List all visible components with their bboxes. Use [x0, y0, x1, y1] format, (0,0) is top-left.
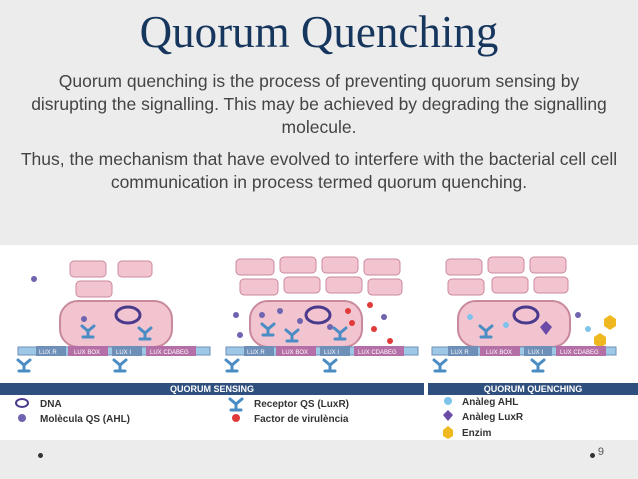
legend-enzyme-label: Enzim	[462, 428, 492, 439]
gene-label: LUX R	[451, 350, 469, 356]
virulence-icon	[232, 414, 240, 422]
definition-paragraph: Quorum quenching is the process of preve…	[31, 71, 607, 137]
panel-1-quorum-sensing	[16, 260, 211, 373]
gene-label: LUX I	[116, 350, 131, 356]
gene-label: LUX CDABEG	[358, 350, 397, 356]
footer-bullet-left	[38, 453, 43, 458]
legend-analog-ahl-label: Anàleg AHL	[462, 397, 518, 408]
enzyme-icon	[604, 315, 616, 330]
quorum-diagram: LUX R LUX BOX LUX I LUX CDABEG LUX R LUX…	[0, 256, 638, 439]
slide-title: Quorum Quenching	[139, 7, 499, 57]
legend-receptor-label: Receptor QS (LuxR)	[254, 399, 349, 410]
cell-small	[69, 260, 107, 278]
gene-label: LUX BOX	[486, 350, 512, 356]
dna-ring	[114, 305, 142, 325]
enzyme-legend-icon	[443, 426, 453, 439]
gene-label: LUX I	[528, 350, 543, 356]
page-number: 9	[597, 446, 604, 458]
legend-analog-luxr-label: Anàleg LuxR	[462, 412, 524, 423]
gene-label: LUX R	[39, 350, 57, 356]
legend-sensing-bar	[0, 383, 424, 395]
quorum-figure: LUX R LUX BOX LUX I LUX CDABEG LUX R LUX…	[0, 245, 638, 440]
legend-ahl-label: Molècula QS (AHL)	[40, 414, 130, 425]
gene-label: LUX I	[324, 350, 339, 356]
legend-quenching-bar	[428, 383, 638, 395]
panel-2-quorum-sensing-dense	[224, 256, 419, 373]
ahl-icon	[18, 414, 26, 422]
legend-sensing-header: QUORUM SENSING	[170, 384, 254, 394]
cell-main	[59, 300, 173, 348]
legend-virulence-label: Factor de virulència	[254, 414, 349, 425]
gene-label: LUX CDABEG	[560, 350, 599, 356]
panel-3-quorum-quenching	[431, 256, 617, 373]
mechanism-paragraph: Thus, the mechanism that have evolved to…	[20, 149, 618, 192]
legend-dna-label: DNA	[40, 399, 62, 410]
gene-label: LUX BOX	[282, 350, 308, 356]
receptor-icon	[228, 397, 244, 412]
analog-luxr-icon	[443, 410, 453, 421]
legend-quenching-header: QUORUM QUENCHING	[484, 384, 583, 394]
gene-label: LUX BOX	[74, 350, 100, 356]
dna-icon	[15, 398, 29, 408]
cell-small	[75, 280, 113, 298]
analog-ahl-icon	[444, 397, 452, 405]
cell-small	[117, 260, 153, 278]
gene-label: LUX R	[247, 350, 265, 356]
footer-bullet-right	[590, 453, 595, 458]
gene-label: LUX CDABEG	[150, 350, 189, 356]
